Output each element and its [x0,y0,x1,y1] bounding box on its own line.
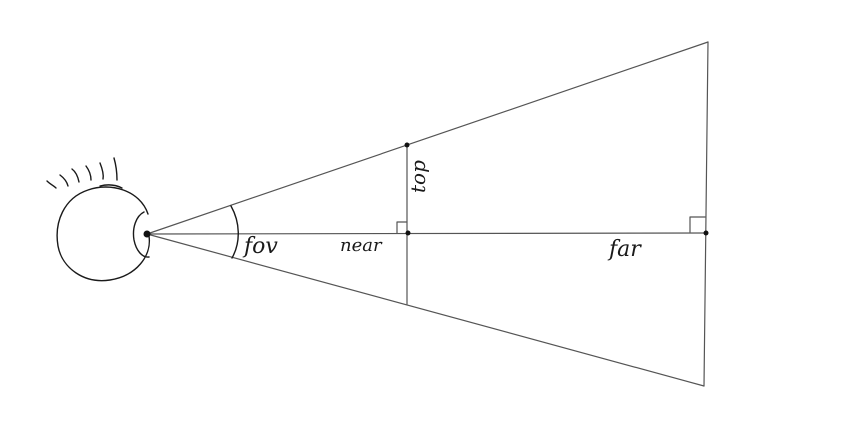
center-axis-line [146,232,707,235]
far-center-point [703,230,709,236]
fov-label: fov [242,234,278,259]
eyelash [59,174,69,187]
frustum-top-edge [146,41,709,235]
eyelash [113,157,118,181]
eyelash [99,162,104,180]
eyelash [71,168,80,183]
near-right-angle-marker [396,221,408,234]
eyelash [85,165,92,181]
frustum-bottom-edge [146,233,705,387]
near-center-point [405,230,411,236]
eye-icon [46,157,151,282]
far-label: far [607,237,642,262]
eye-iris [132,211,150,258]
far-plane-line [703,41,709,387]
eye-point [143,230,151,238]
eyelashes [46,157,118,189]
eye-lid-line [99,184,123,189]
near-top-point [404,142,410,148]
fov-arc [230,205,239,259]
far-right-angle-marker [689,216,706,233]
top-label: top [406,160,430,193]
eye-ball [56,186,151,282]
near-label: near [340,235,383,256]
eyelash [46,180,57,189]
